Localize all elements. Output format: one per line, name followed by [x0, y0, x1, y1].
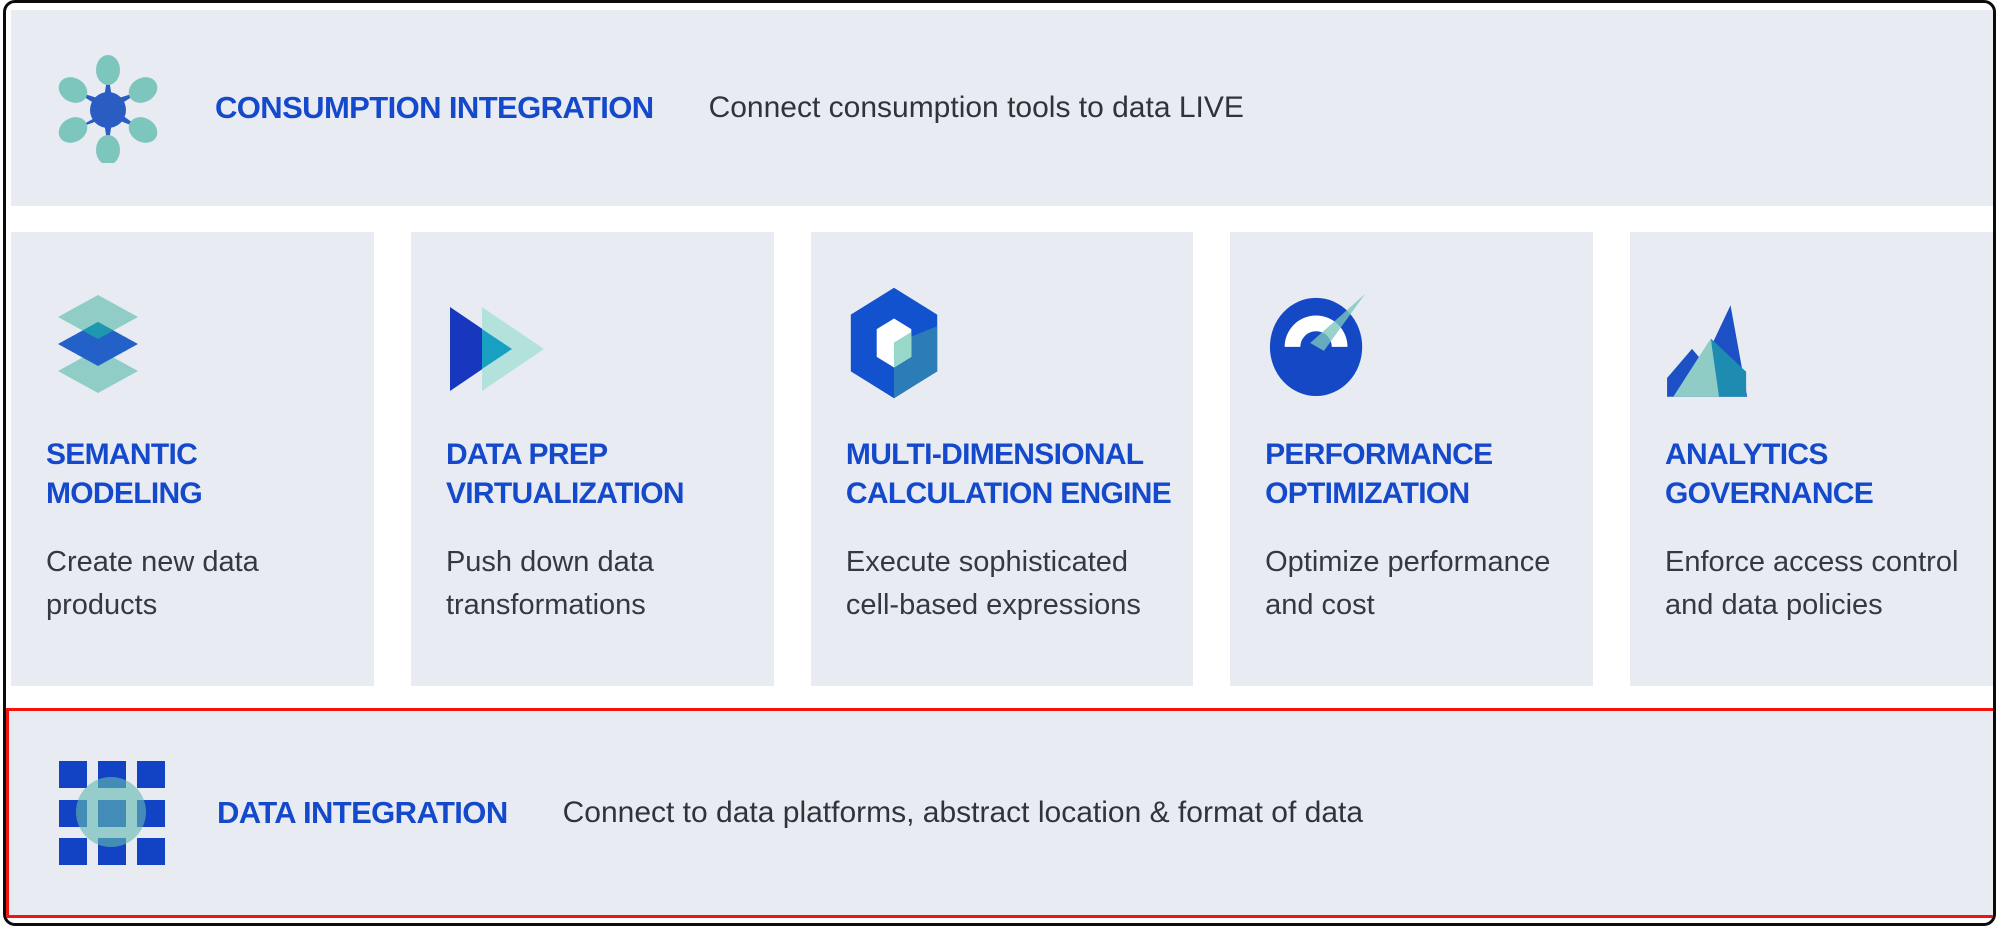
layered-diamonds-icon	[46, 287, 352, 399]
card-title-line: MULTI-DIMENSIONAL	[845, 438, 1144, 471]
card-performance-optimization[interactable]: PERFORMANCE OPTIMIZATION Optimize perfor…	[1230, 232, 1594, 686]
data-integration-banner-highlighted[interactable]: DATA INTEGRATION Connect to data platfor…	[6, 708, 1993, 918]
card-desc-line: products	[46, 589, 158, 621]
hub-network-icon	[53, 53, 163, 163]
card-title-line: SEMANTIC	[46, 438, 198, 471]
card-desc-line: and cost	[1265, 589, 1375, 621]
gauge-icon	[1265, 287, 1571, 399]
play-triangles-icon	[446, 287, 752, 399]
banner-title: DATA INTEGRATION	[217, 795, 508, 830]
banner-description: Connect consumption tools to data LIVE	[708, 91, 1244, 124]
card-title-line: GOVERNANCE	[1665, 477, 1874, 510]
card-desc-line: cell-based expressions	[845, 589, 1141, 621]
card-desc-line: transformations	[445, 589, 646, 621]
card-title-line: VIRTUALIZATION	[445, 477, 685, 510]
consumption-integration-banner[interactable]: CONSUMPTION INTEGRATION Connect consumpt…	[11, 10, 1993, 206]
hexagon-cube-icon	[846, 287, 1171, 399]
card-title-line: OPTIMIZATION	[1265, 477, 1470, 510]
card-data-prep-virtualization[interactable]: DATA PREP VIRTUALIZATION Push down data …	[410, 232, 774, 686]
card-title-line: MODELING	[46, 477, 203, 510]
card-title-line: ANALYTICS	[1665, 438, 1828, 471]
grid-squares-icon	[59, 761, 165, 865]
card-analytics-governance[interactable]: ANALYTICS GOVERNANCE Enforce access cont…	[1630, 232, 1993, 686]
slide-frame: CONSUMPTION INTEGRATION Connect consumpt…	[3, 0, 1996, 926]
card-title-line: DATA PREP	[445, 438, 608, 471]
card-desc-line: Optimize performance	[1265, 546, 1551, 578]
card-multidimensional-calculation-engine[interactable]: MULTI-DIMENSIONAL CALCULATION ENGINE Exe…	[810, 232, 1194, 686]
capability-cards-row: SEMANTIC MODELING Create new data produc…	[11, 232, 1993, 686]
card-title-line: PERFORMANCE	[1265, 438, 1493, 471]
banner-title: CONSUMPTION INTEGRATION	[215, 90, 654, 125]
card-desc-line: Execute sophisticated	[845, 546, 1129, 578]
card-semantic-modeling[interactable]: SEMANTIC MODELING Create new data produc…	[11, 232, 374, 686]
card-desc-line: Push down data	[445, 546, 654, 578]
card-desc-line: Create new data	[46, 546, 259, 578]
card-desc-line: and data policies	[1665, 589, 1883, 621]
card-desc-line: Enforce access control	[1665, 546, 1959, 578]
banner-description: Connect to data platforms, abstract loca…	[562, 796, 1364, 829]
area-chart-icon	[1665, 287, 1971, 399]
card-title-line: CALCULATION ENGINE	[845, 477, 1172, 510]
